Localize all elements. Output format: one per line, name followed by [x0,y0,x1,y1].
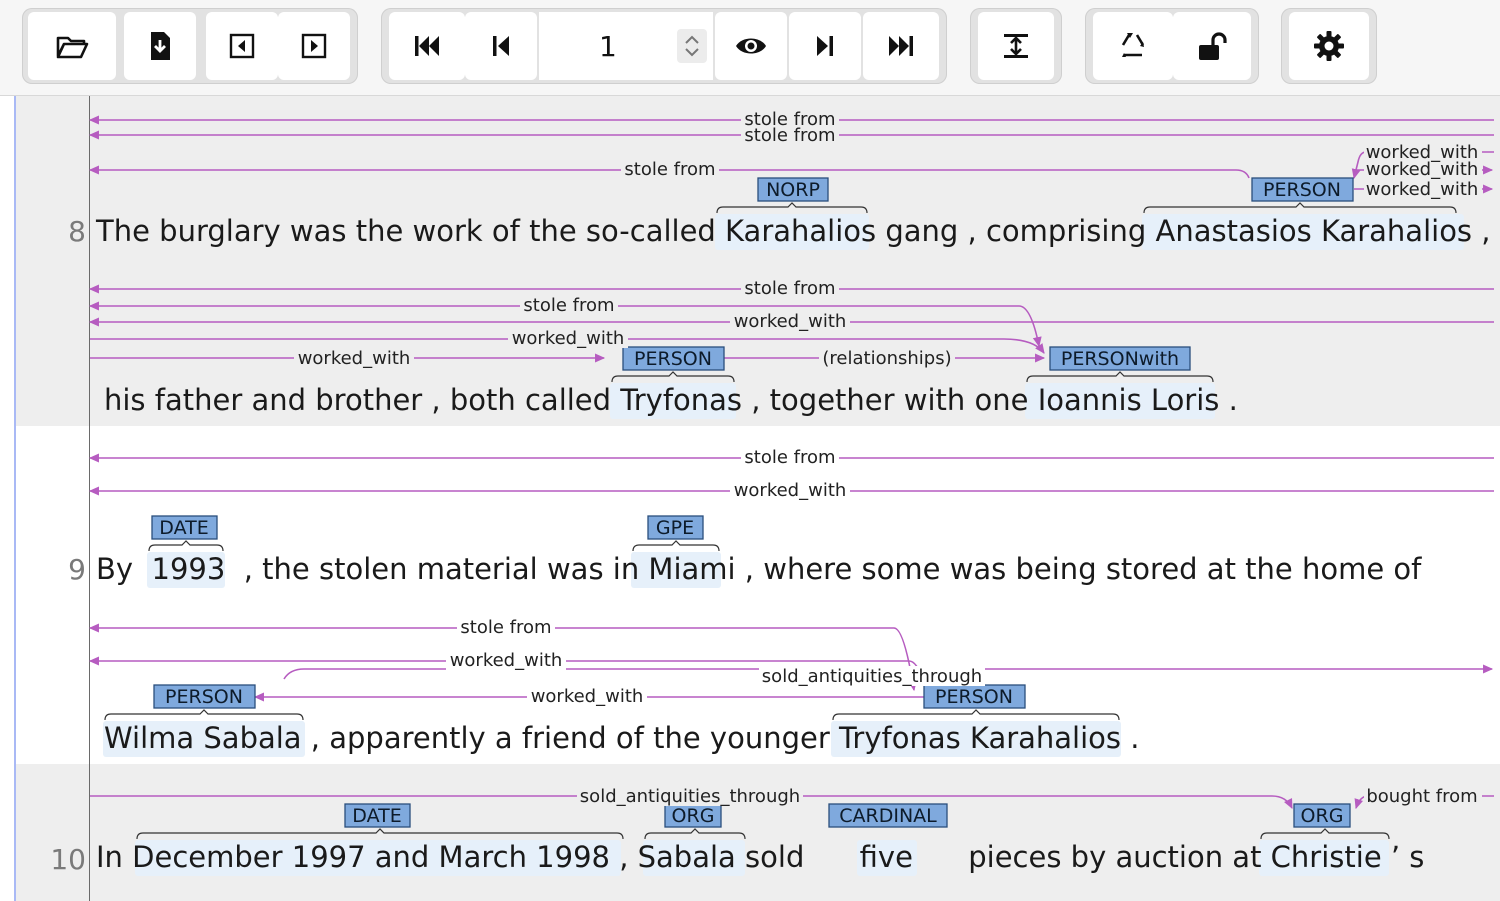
annotation-document: 8 9 10 [14,96,1500,901]
line-number: 8 [68,215,86,248]
relation-label: (relationships) [822,348,951,369]
expand-right-icon [301,33,327,59]
eye-icon [736,38,766,54]
entity-label: NORP [766,179,820,201]
document-left-border [14,96,16,901]
download-icon [151,32,170,60]
relation-label: stole from [744,125,835,146]
entity-label: DATE [159,517,208,539]
page-stepper[interactable] [677,29,707,63]
entity-labels[interactable] [151,177,1354,828]
recycle-button[interactable] [1093,12,1173,80]
relation-label: worked_with [531,686,644,707]
sentence-band-8 [14,96,1500,426]
relation-label: worked_with [734,480,847,501]
relation-label: sold_antiquities_through [762,666,982,687]
previous-page-button[interactable] [465,12,537,80]
next-page-button[interactable] [789,12,861,80]
relation-label: worked_with [450,650,563,671]
relation-label: stole from [624,159,715,180]
open-button[interactable] [28,12,116,80]
file-group [22,8,358,84]
text-height-button[interactable] [978,12,1054,80]
next-page-icon [817,36,833,56]
collapse-left-button[interactable] [206,12,278,80]
entity-label: PERSON [634,348,712,370]
line-number: 9 [68,553,86,586]
entity-label-texts: NORP PERSON PERSON PERSONwith DATE GPE P… [159,179,1343,827]
sentence-text[interactable]: By 1993 , the stolen material was in Mia… [96,552,1422,586]
download-button[interactable] [124,12,196,80]
toolbar: 1 [0,0,1500,96]
relation-label: stole from [744,109,835,130]
first-page-icon [415,36,439,56]
last-page-button[interactable] [863,12,939,80]
expand-right-button[interactable] [278,12,350,80]
relation-label: worked_with [1366,142,1479,163]
relation-arcs: NORP PERSON PERSON PERSONwith DATE GPE P… [88,109,1494,876]
relation-label: worked_with [1366,179,1479,200]
span-brackets [104,202,1457,840]
previous-page-icon [493,36,509,56]
relation-label: stole from [744,447,835,468]
folder-open-icon [56,36,89,59]
unlock-button[interactable] [1173,12,1251,80]
line-number: 10 [50,843,86,876]
relation-label: worked_with [1366,159,1479,180]
entity-label: DATE [352,805,401,827]
relation-label: worked_with [298,348,411,369]
entity-label: PERSON [935,686,1013,708]
span-highlights[interactable] [103,214,1464,876]
settings-group [1281,8,1377,84]
entity-label: ORG [672,805,715,827]
line-number-gutter [14,96,90,901]
sentence-text[interactable]: The burglary was the work of the so-call… [96,214,1491,248]
settings-button[interactable] [1289,12,1369,80]
entity-label: PERSON [1263,179,1341,201]
text-height-icon [1004,34,1028,58]
collapse-left-icon [229,33,255,59]
gear-icon [1314,31,1344,61]
relation-label-texts: stole from stole from stole from worked_… [298,109,1479,807]
sentence-text[interactable]: his father and brother , both called Try… [104,383,1238,417]
page-number: 1 [599,30,617,63]
relation-label: sold_antiquities_through [580,786,800,807]
entity-label: PERSONwith [1061,348,1179,370]
relation-label: worked_with [512,328,625,349]
relation-label: stole from [460,617,551,638]
unlock-icon [1199,32,1227,60]
relation-label: worked_with [734,311,847,332]
layout-group [970,8,1062,84]
entity-label: ORG [1301,805,1344,827]
recycle-icon [1121,33,1145,57]
navigation-group: 1 [381,8,947,84]
first-page-button[interactable] [389,12,465,80]
relation-label: stole from [523,295,614,316]
relation-label-backgrounds [294,109,1482,806]
last-page-icon [889,36,913,56]
entity-label: GPE [656,517,694,539]
preview-button[interactable] [715,12,787,80]
collection-group [1085,8,1259,84]
relation-label: stole from [744,278,835,299]
relation-label: bought from [1366,786,1477,807]
entity-label: CARDINAL [839,805,937,827]
chevron-up-down-icon [685,35,699,57]
page-number-field[interactable]: 1 [539,12,713,80]
sentence-text[interactable]: In December 1997 and March 1998 , Sabala… [96,840,1425,874]
sentence-text[interactable]: Wilma Sabala , apparently a friend of th… [104,721,1140,755]
entity-label: PERSON [165,686,243,708]
